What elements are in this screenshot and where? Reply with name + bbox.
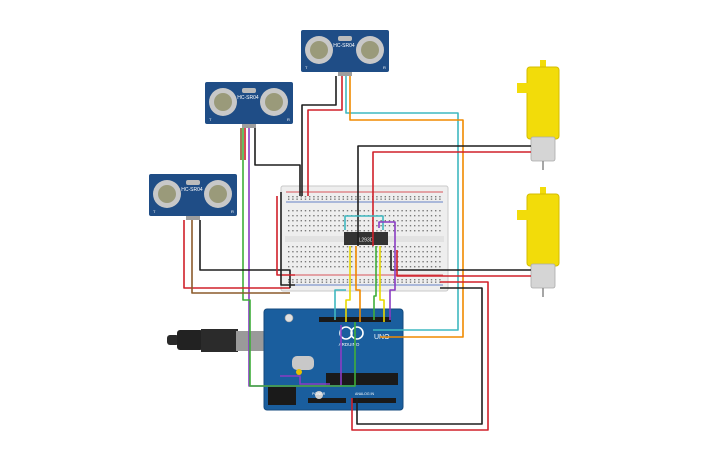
wire-chip-teal-2 [334,289,346,320]
wire-motor1-red [372,151,531,246]
wire-chip-teal [344,215,384,230]
wire-top-teal [345,76,459,331]
wire-rail-red [276,196,295,276]
wire-chip-purple-loop [378,221,396,320]
ultrasonic-sensor-mid[interactable]: HC-SR04 T R [205,82,293,128]
wire-chip-yellow-1 [345,246,351,322]
sensor-mid-t-mark: T [209,117,212,122]
sensor-top-t-mark: T [305,65,308,70]
wire-top-red [307,76,343,196]
wire-mid-black [254,128,301,196]
ultrasonic-sensor-top[interactable]: HC-SR04 T R [301,30,389,76]
sensor-mid-label: HC-SR04 [237,95,259,101]
wires [183,76,531,431]
dc-gear-motor-top[interactable] [517,60,560,170]
sensor-left-t-mark: T [153,209,156,214]
arduino-logo [339,326,364,340]
wire-power-red [351,281,489,431]
sensor-top-r-mark: R [383,65,386,70]
wire-power-black [356,287,483,425]
usb-cable [167,329,266,352]
arduino-brand-text: ARDUINO [339,342,360,347]
wire-chip-orange [355,246,361,322]
wire-motor2-red [396,250,531,277]
ultrasonic-sensor-left[interactable]: HC-SR04 T R [149,174,237,220]
wire-left-black [199,220,291,288]
arduino-uno-board[interactable]: ARDUINO UNO POWER ANALOG IN [167,308,404,411]
wire-chip-green [373,246,377,320]
wire-motor1-black [357,145,531,246]
wire-left-red [183,220,290,289]
sensor-mid-r-mark: R [287,117,290,122]
driver-chip[interactable]: L293D [344,232,388,245]
wire-rail-black [280,192,295,286]
analog-header-label: ANALOG IN [355,392,375,396]
wire-left-brown [191,220,290,294]
power-header-label: POWER [312,392,326,396]
wire-mid-green [242,128,356,387]
driver-chip-label: L293D [359,238,374,244]
sensor-left-r-mark: R [231,209,234,214]
sensor-top-label: HC-SR04 [333,43,355,49]
sensor-left-label: HC-SR04 [181,187,203,193]
wire-purple-arduino [280,375,330,385]
dc-gear-motor-bottom[interactable] [517,187,560,297]
wire-motor2-black [390,250,531,271]
wire-chip-yellow-2 [379,246,385,322]
wire-top-black [301,76,337,196]
wire-top-orange [349,76,464,338]
